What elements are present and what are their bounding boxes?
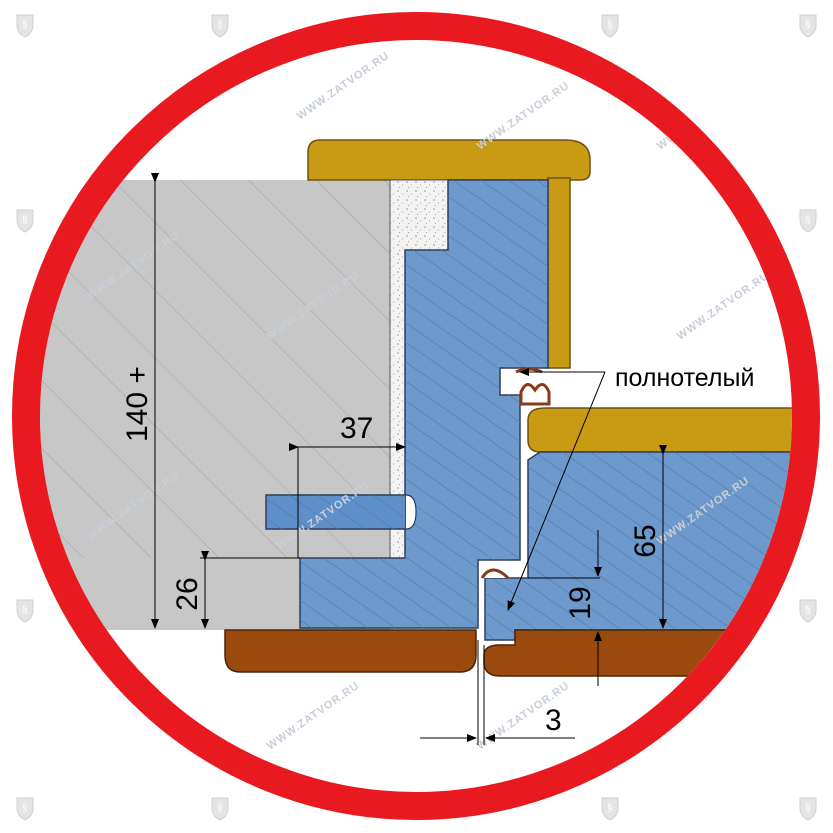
svg-text:§: § <box>22 605 28 616</box>
watermark-shield-icon: § <box>211 797 229 821</box>
dim-label-rebate-depth: 19 <box>564 586 597 619</box>
svg-text:§: § <box>22 215 28 226</box>
watermark-shield-icon: § <box>16 209 34 233</box>
door-leaf-trim-top <box>527 407 792 453</box>
red-ring <box>12 12 820 820</box>
seal-callout-label: полнотелый <box>615 364 754 392</box>
svg-text:§: § <box>217 20 223 31</box>
svg-text:§: § <box>22 20 28 31</box>
svg-text:§: § <box>607 803 613 814</box>
dim-label-door-thickness: 65 <box>629 524 662 557</box>
watermark-shield-icon: § <box>16 599 34 623</box>
watermark-shield-icon: § <box>16 797 34 821</box>
watermark-shield-icon: § <box>799 14 817 38</box>
watermark-shield-icon: § <box>211 14 229 38</box>
dim-label-anchor-offset: 37 <box>340 412 373 445</box>
frame-trim-side <box>547 177 571 369</box>
svg-text:§: § <box>805 20 811 31</box>
svg-text:§: § <box>22 803 28 814</box>
watermark-shield-icon: § <box>799 599 817 623</box>
dim-label-frame-lip: 26 <box>171 577 204 610</box>
watermark-shield-icon: § <box>601 797 619 821</box>
frame-trim-bottom <box>224 629 477 673</box>
svg-text:§: § <box>217 803 223 814</box>
anchor-dowel <box>265 494 417 530</box>
svg-text:§: § <box>805 215 811 226</box>
svg-text:§: § <box>607 20 613 31</box>
frame-trim-top <box>307 139 591 181</box>
watermark-shield-icon: § <box>799 797 817 821</box>
svg-text:§: § <box>805 605 811 616</box>
watermark-shield-icon: § <box>601 14 619 38</box>
dim-label-wall-depth: 140 + <box>121 366 154 442</box>
watermark-shield-icon: § <box>799 209 817 233</box>
dim-label-gap: 3 <box>545 704 562 737</box>
watermark-shield-icon: § <box>16 14 34 38</box>
svg-text:§: § <box>805 803 811 814</box>
dimension-labels: 140 + 37 26 65 19 3 <box>121 366 662 737</box>
wall <box>40 180 390 630</box>
door-leaf-trim-bottom <box>483 629 792 677</box>
seal-lower <box>480 568 510 580</box>
dimension-lines <box>151 173 667 745</box>
